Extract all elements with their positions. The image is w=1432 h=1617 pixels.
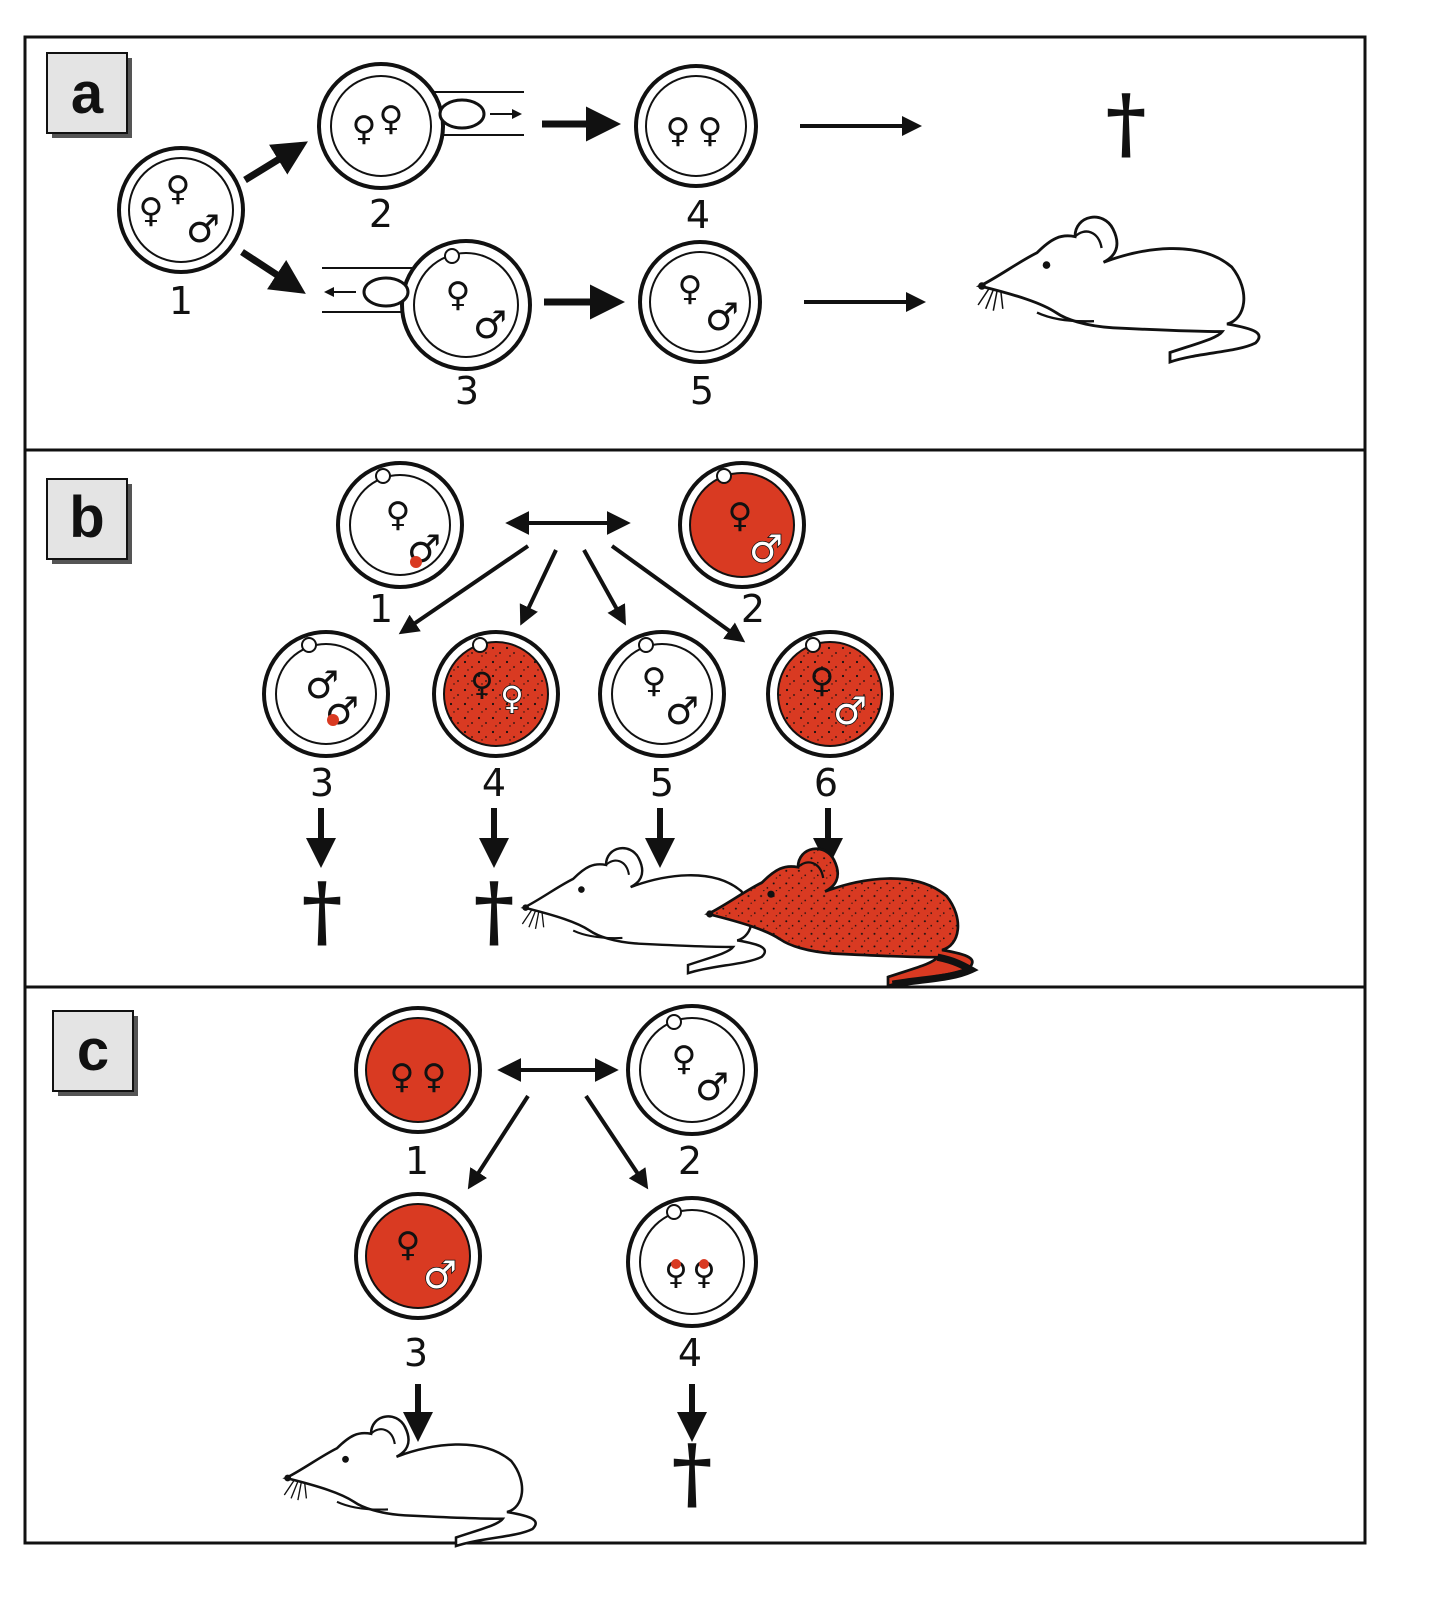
panel-b-red-mouse-icon — [704, 847, 979, 988]
svg-text:♂: ♂ — [186, 207, 220, 251]
svg-text:♀: ♀ — [678, 269, 703, 309]
panel-b-label: b — [46, 478, 132, 564]
panel-a-death-symbol: † — [1106, 78, 1147, 169]
panel-b-death-symbol-4: † — [474, 866, 515, 957]
panel-b-egg-3: ♂ ♂ 3 — [262, 630, 390, 805]
svg-text:4: 4 — [686, 193, 710, 237]
svg-text:♂: ♂ — [305, 663, 339, 707]
panel-c-egg-1: ♀ ♀ 1 — [354, 1006, 482, 1183]
panel-c-egg-4: ♀ ♀ 4 — [626, 1196, 758, 1375]
svg-text:3: 3 — [404, 1331, 428, 1375]
svg-text:2: 2 — [369, 192, 393, 236]
svg-text:♂: ♂ — [423, 1253, 457, 1297]
svg-text:♂: ♂ — [665, 689, 699, 733]
svg-text:♂: ♂ — [325, 689, 359, 733]
svg-text:3: 3 — [310, 761, 334, 805]
panel-a-egg-4: ♀ ♀ 4 — [634, 64, 758, 237]
panel-a: ♀ ♀ ♂ 1 ♀ ♀ 2 ♀ ♀ 4 † — [117, 62, 1261, 413]
svg-text:♀: ♀ — [139, 191, 164, 231]
panel-c-label: c — [52, 1010, 138, 1096]
svg-text:♀: ♀ — [396, 1225, 421, 1265]
svg-text:2: 2 — [741, 587, 765, 631]
panel-b-death-symbol-3: † — [302, 866, 343, 957]
panel-b: ♀ ♂ 1 ♀ ♂ 2 ♂ ♂ 3 — [262, 461, 979, 988]
svg-text:♀: ♀ — [422, 1057, 447, 1097]
panel-c-mouse-icon — [283, 1415, 537, 1548]
panel-c-egg-2: ♀ ♂ 2 — [626, 1004, 758, 1183]
panel-c: ♀ ♀ 1 ♀ ♂ 2 ♀ ♂ 3 ♀ — [283, 1004, 758, 1548]
panel-a-egg-2: ♀ ♀ 2 — [317, 62, 524, 236]
panel-b-egg-5: ♀ ♂ 5 — [598, 630, 726, 805]
svg-text:♀: ♀ — [446, 275, 471, 315]
svg-text:1: 1 — [405, 1139, 429, 1183]
svg-text:5: 5 — [690, 369, 714, 413]
panel-a-egg-3: ♀ ♂ 3 — [322, 239, 532, 413]
svg-text:♀: ♀ — [692, 1254, 715, 1292]
svg-text:♀: ♀ — [500, 679, 523, 717]
svg-text:♀: ♀ — [166, 169, 191, 209]
svg-text:4: 4 — [482, 761, 506, 805]
panel-b-egg-4: ♀ ♀ 4 — [432, 630, 560, 805]
svg-text:♀: ♀ — [390, 1057, 415, 1097]
svg-text:a: a — [71, 61, 104, 126]
panel-b-egg-6: ♀ ♂ 6 — [766, 630, 894, 805]
panel-c-egg-3: ♀ ♂ 3 — [354, 1192, 482, 1375]
svg-text:♂: ♂ — [695, 1065, 729, 1109]
svg-text:♂: ♂ — [705, 295, 739, 339]
panel-b-egg-1: ♀ ♂ 1 — [336, 461, 464, 631]
svg-text:♀: ♀ — [672, 1039, 697, 1079]
svg-text:♀: ♀ — [352, 109, 377, 149]
panel-c-death-symbol: † — [672, 1428, 713, 1519]
svg-text:♀: ♀ — [666, 111, 691, 151]
svg-text:4: 4 — [678, 1331, 702, 1375]
svg-text:♀: ♀ — [664, 1254, 687, 1292]
svg-text:♀: ♀ — [386, 495, 411, 535]
panel-b-egg-2: ♀ ♂ 2 — [678, 461, 806, 631]
svg-text:5: 5 — [650, 761, 674, 805]
svg-text:1: 1 — [169, 279, 193, 323]
svg-text:♂: ♂ — [749, 527, 783, 571]
svg-text:♀: ♀ — [470, 665, 493, 703]
svg-text:♂: ♂ — [833, 689, 867, 733]
svg-text:2: 2 — [678, 1139, 702, 1183]
panel-a-egg-1: ♀ ♀ ♂ 1 — [117, 146, 245, 323]
svg-text:♂: ♂ — [473, 303, 507, 347]
svg-text:♀: ♀ — [379, 99, 404, 139]
svg-text:1: 1 — [369, 587, 393, 631]
svg-text:♀: ♀ — [698, 111, 723, 151]
svg-text:♀: ♀ — [728, 496, 753, 536]
svg-text:3: 3 — [455, 369, 479, 413]
svg-text:♀: ♀ — [642, 661, 667, 701]
svg-text:♀: ♀ — [810, 661, 835, 701]
panel-a-egg-5: ♀ ♂ 5 — [638, 240, 762, 413]
svg-text:b: b — [69, 485, 104, 550]
svg-text:6: 6 — [814, 761, 838, 805]
svg-text:c: c — [77, 1018, 109, 1083]
panel-a-label: a — [46, 52, 132, 138]
panel-a-mouse-icon — [976, 215, 1261, 364]
